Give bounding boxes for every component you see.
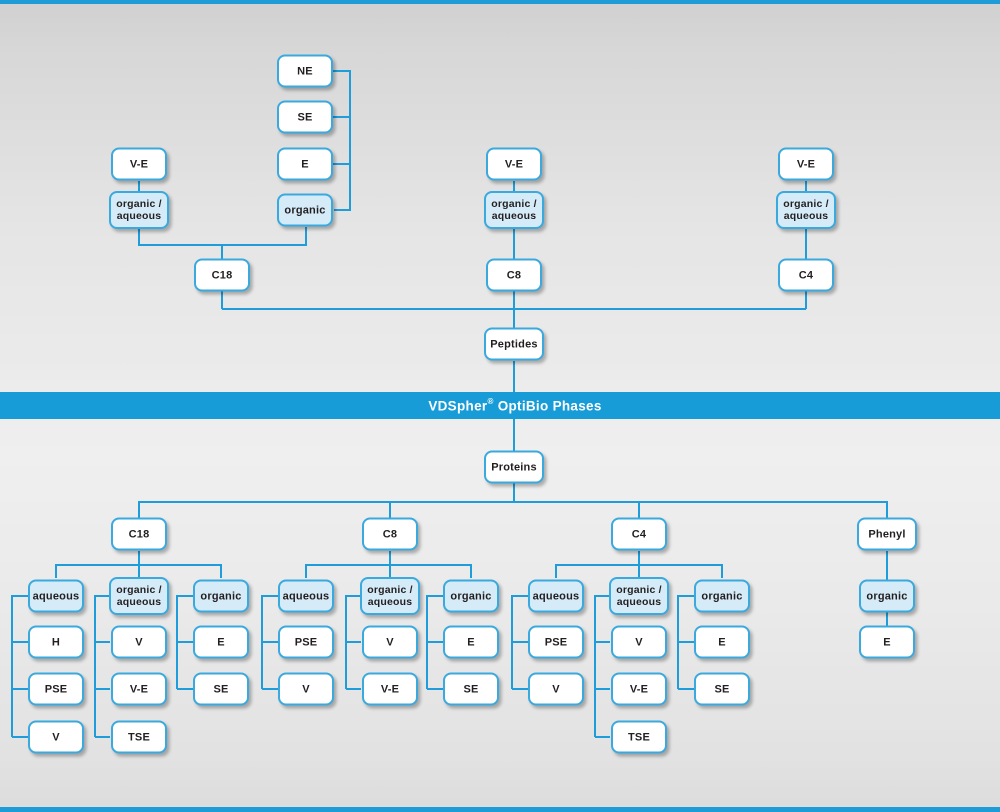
- node-proteins-c8-organic-aqueous: organic / aqueous: [360, 577, 420, 615]
- node-proteins-root: Proteins: [484, 450, 544, 484]
- node-proteins-c4-orgaq-ve: V-E: [611, 672, 667, 706]
- node-proteins-c4-organic-aqueous: organic / aqueous: [609, 577, 669, 615]
- node-proteins-c8-organic: organic: [443, 579, 499, 613]
- node-peptides-c18-ve: V-E: [111, 147, 167, 181]
- node-proteins-phenyl-organic: organic: [859, 579, 915, 613]
- node-peptides-c8: C8: [486, 258, 542, 292]
- node-peptides-c18-organic: organic: [277, 193, 333, 227]
- node-peptides-c18-organic-aqueous: organic / aqueous: [109, 191, 169, 229]
- bottom-accent-bar: [0, 807, 1000, 812]
- node-proteins-c4-orgaq-v: V: [611, 625, 667, 659]
- node-proteins-c18: C18: [111, 517, 167, 551]
- node-proteins-c18-organic-aqueous: organic / aqueous: [109, 577, 169, 615]
- node-proteins-c8-orgaq-v: V: [362, 625, 418, 659]
- node-proteins-c18-organic: organic: [193, 579, 249, 613]
- node-proteins-c4: C4: [611, 517, 667, 551]
- node-proteins-c18-aqueous-pse: PSE: [28, 672, 84, 706]
- node-proteins-c8-organic-e: E: [443, 625, 499, 659]
- node-proteins-c4-organic-se: SE: [694, 672, 750, 706]
- node-proteins-c18-aqueous-v: V: [28, 720, 84, 754]
- node-proteins-c8-aqueous-pse: PSE: [278, 625, 334, 659]
- node-proteins-c4-organic-e: E: [694, 625, 750, 659]
- node-peptides-c4: C4: [778, 258, 834, 292]
- node-proteins-c18-organic-e: E: [193, 625, 249, 659]
- node-peptides-c18-ne: NE: [277, 54, 333, 88]
- node-peptides-c4-organic-aqueous: organic / aqueous: [776, 191, 836, 229]
- node-proteins-c4-organic: organic: [694, 579, 750, 613]
- node-proteins-phenyl-organic-e: E: [859, 625, 915, 659]
- node-proteins-c4-aqueous-v: V: [528, 672, 584, 706]
- node-peptides-c18-e: E: [277, 147, 333, 181]
- banner: VDSpher® OptiBio Phases: [0, 392, 1000, 419]
- node-peptides-c4-ve: V-E: [778, 147, 834, 181]
- node-proteins-c18-aqueous: aqueous: [28, 579, 84, 613]
- node-proteins-c8: C8: [362, 517, 418, 551]
- node-proteins-c8-organic-se: SE: [443, 672, 499, 706]
- node-peptides-c18: C18: [194, 258, 250, 292]
- node-proteins-c18-aqueous-h: H: [28, 625, 84, 659]
- banner-title: VDSpher® OptiBio Phases: [428, 396, 602, 414]
- node-proteins-c8-aqueous-v: V: [278, 672, 334, 706]
- node-peptides-c8-organic-aqueous: organic / aqueous: [484, 191, 544, 229]
- node-proteins-c4-aqueous-pse: PSE: [528, 625, 584, 659]
- node-proteins-c18-orgaq-tse: TSE: [111, 720, 167, 754]
- registered-mark: ®: [487, 396, 494, 406]
- node-proteins-c8-orgaq-ve: V-E: [362, 672, 418, 706]
- node-proteins-c4-aqueous: aqueous: [528, 579, 584, 613]
- node-peptides-root: Peptides: [484, 327, 544, 361]
- node-peptides-c8-ve: V-E: [486, 147, 542, 181]
- node-peptides-c18-se: SE: [277, 100, 333, 134]
- node-proteins-phenyl: Phenyl: [857, 517, 917, 551]
- node-proteins-c4-orgaq-tse: TSE: [611, 720, 667, 754]
- node-proteins-c18-orgaq-ve: V-E: [111, 672, 167, 706]
- node-proteins-c8-aqueous: aqueous: [278, 579, 334, 613]
- node-proteins-c18-orgaq-v: V: [111, 625, 167, 659]
- top-accent-bar: [0, 0, 1000, 4]
- node-proteins-c18-organic-se: SE: [193, 672, 249, 706]
